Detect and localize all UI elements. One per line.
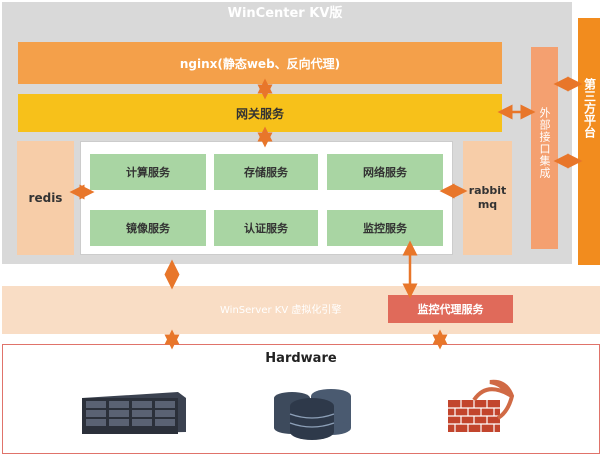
service-monitor: 监控服务 xyxy=(327,210,443,246)
rabbitmq-label-line2: mq xyxy=(477,198,498,211)
winserver-label: WinServer KV 虚拟化引擎 xyxy=(220,304,342,316)
monitor-proxy-service: 监控代理服务 xyxy=(388,295,513,323)
firewall-icon xyxy=(448,379,515,432)
service-network: 网络服务 xyxy=(327,154,443,190)
services-container: 计算服务 存储服务 网络服务 镜像服务 认证服务 监控服务 xyxy=(80,141,453,255)
service-storage: 存储服务 xyxy=(214,154,318,190)
service-compute: 计算服务 xyxy=(90,154,206,190)
rabbitmq-box: rabbit mq xyxy=(463,141,512,255)
service-auth: 认证服务 xyxy=(214,210,318,246)
server-rack-icon xyxy=(82,392,186,434)
external-interface-label: 外部接口集成 xyxy=(538,107,551,179)
nginx-layer: nginx(静态web、反向代理) xyxy=(18,42,502,84)
gateway-service: 网关服务 xyxy=(18,94,502,132)
service-image: 镜像服务 xyxy=(90,210,206,246)
wincenter-title: WinCenter KV版 xyxy=(227,5,343,21)
third-party-label: 第三方平台 xyxy=(582,78,597,138)
hardware-title: Hardware xyxy=(265,350,337,366)
third-party-platform: 第三方平台 xyxy=(578,18,600,265)
redis-box: redis xyxy=(17,141,74,255)
database-icon xyxy=(274,389,351,440)
rabbitmq-label-line1: rabbit xyxy=(468,184,507,197)
